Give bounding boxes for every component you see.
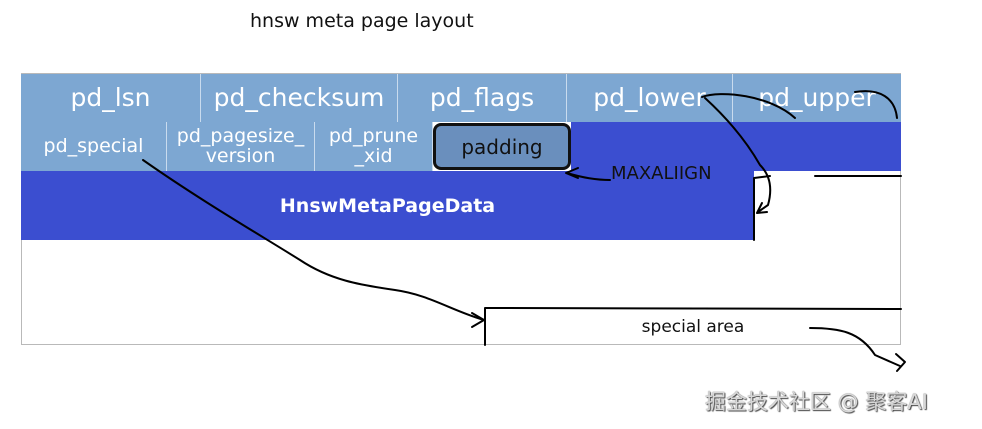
pd-prune-xid-cell: pd_prune _xid [315,122,433,171]
special-area-boundary [484,307,902,346]
pd-lower-arrowhead [756,202,768,214]
special-area-end-arrow [809,327,901,367]
hnsw-meta-page-data-block: HnswMetaPageData [21,171,754,240]
pd-special-arrow [142,159,485,321]
special-area-end-arrowhead [895,353,906,372]
watermark: 掘金技术社区 @ 聚客AI [705,390,928,414]
pd-pagesize-version-cell: pd_pagesize_ version [167,122,315,171]
pd-upper-cell: pd_upper [733,74,901,122]
maxalign-label: MAXALIIGN [611,163,712,184]
pd-special-cell: pd_special [21,122,167,171]
pd-lsn-cell: pd_lsn [21,74,201,122]
pd-flags-cell: pd_flags [398,74,567,122]
special-area-block: special area [641,316,745,337]
diagram-title: hnsw meta page layout [250,10,474,32]
pd-lower-arrow [704,97,772,213]
pd-special-arrowhead [471,312,485,328]
upper-boundary [753,175,902,241]
maxalign-arrowhead [565,167,579,179]
pd-checksum-cell: pd_checksum [201,74,398,122]
pd-upper-curl [701,90,898,119]
padding-box: padding [433,123,571,170]
